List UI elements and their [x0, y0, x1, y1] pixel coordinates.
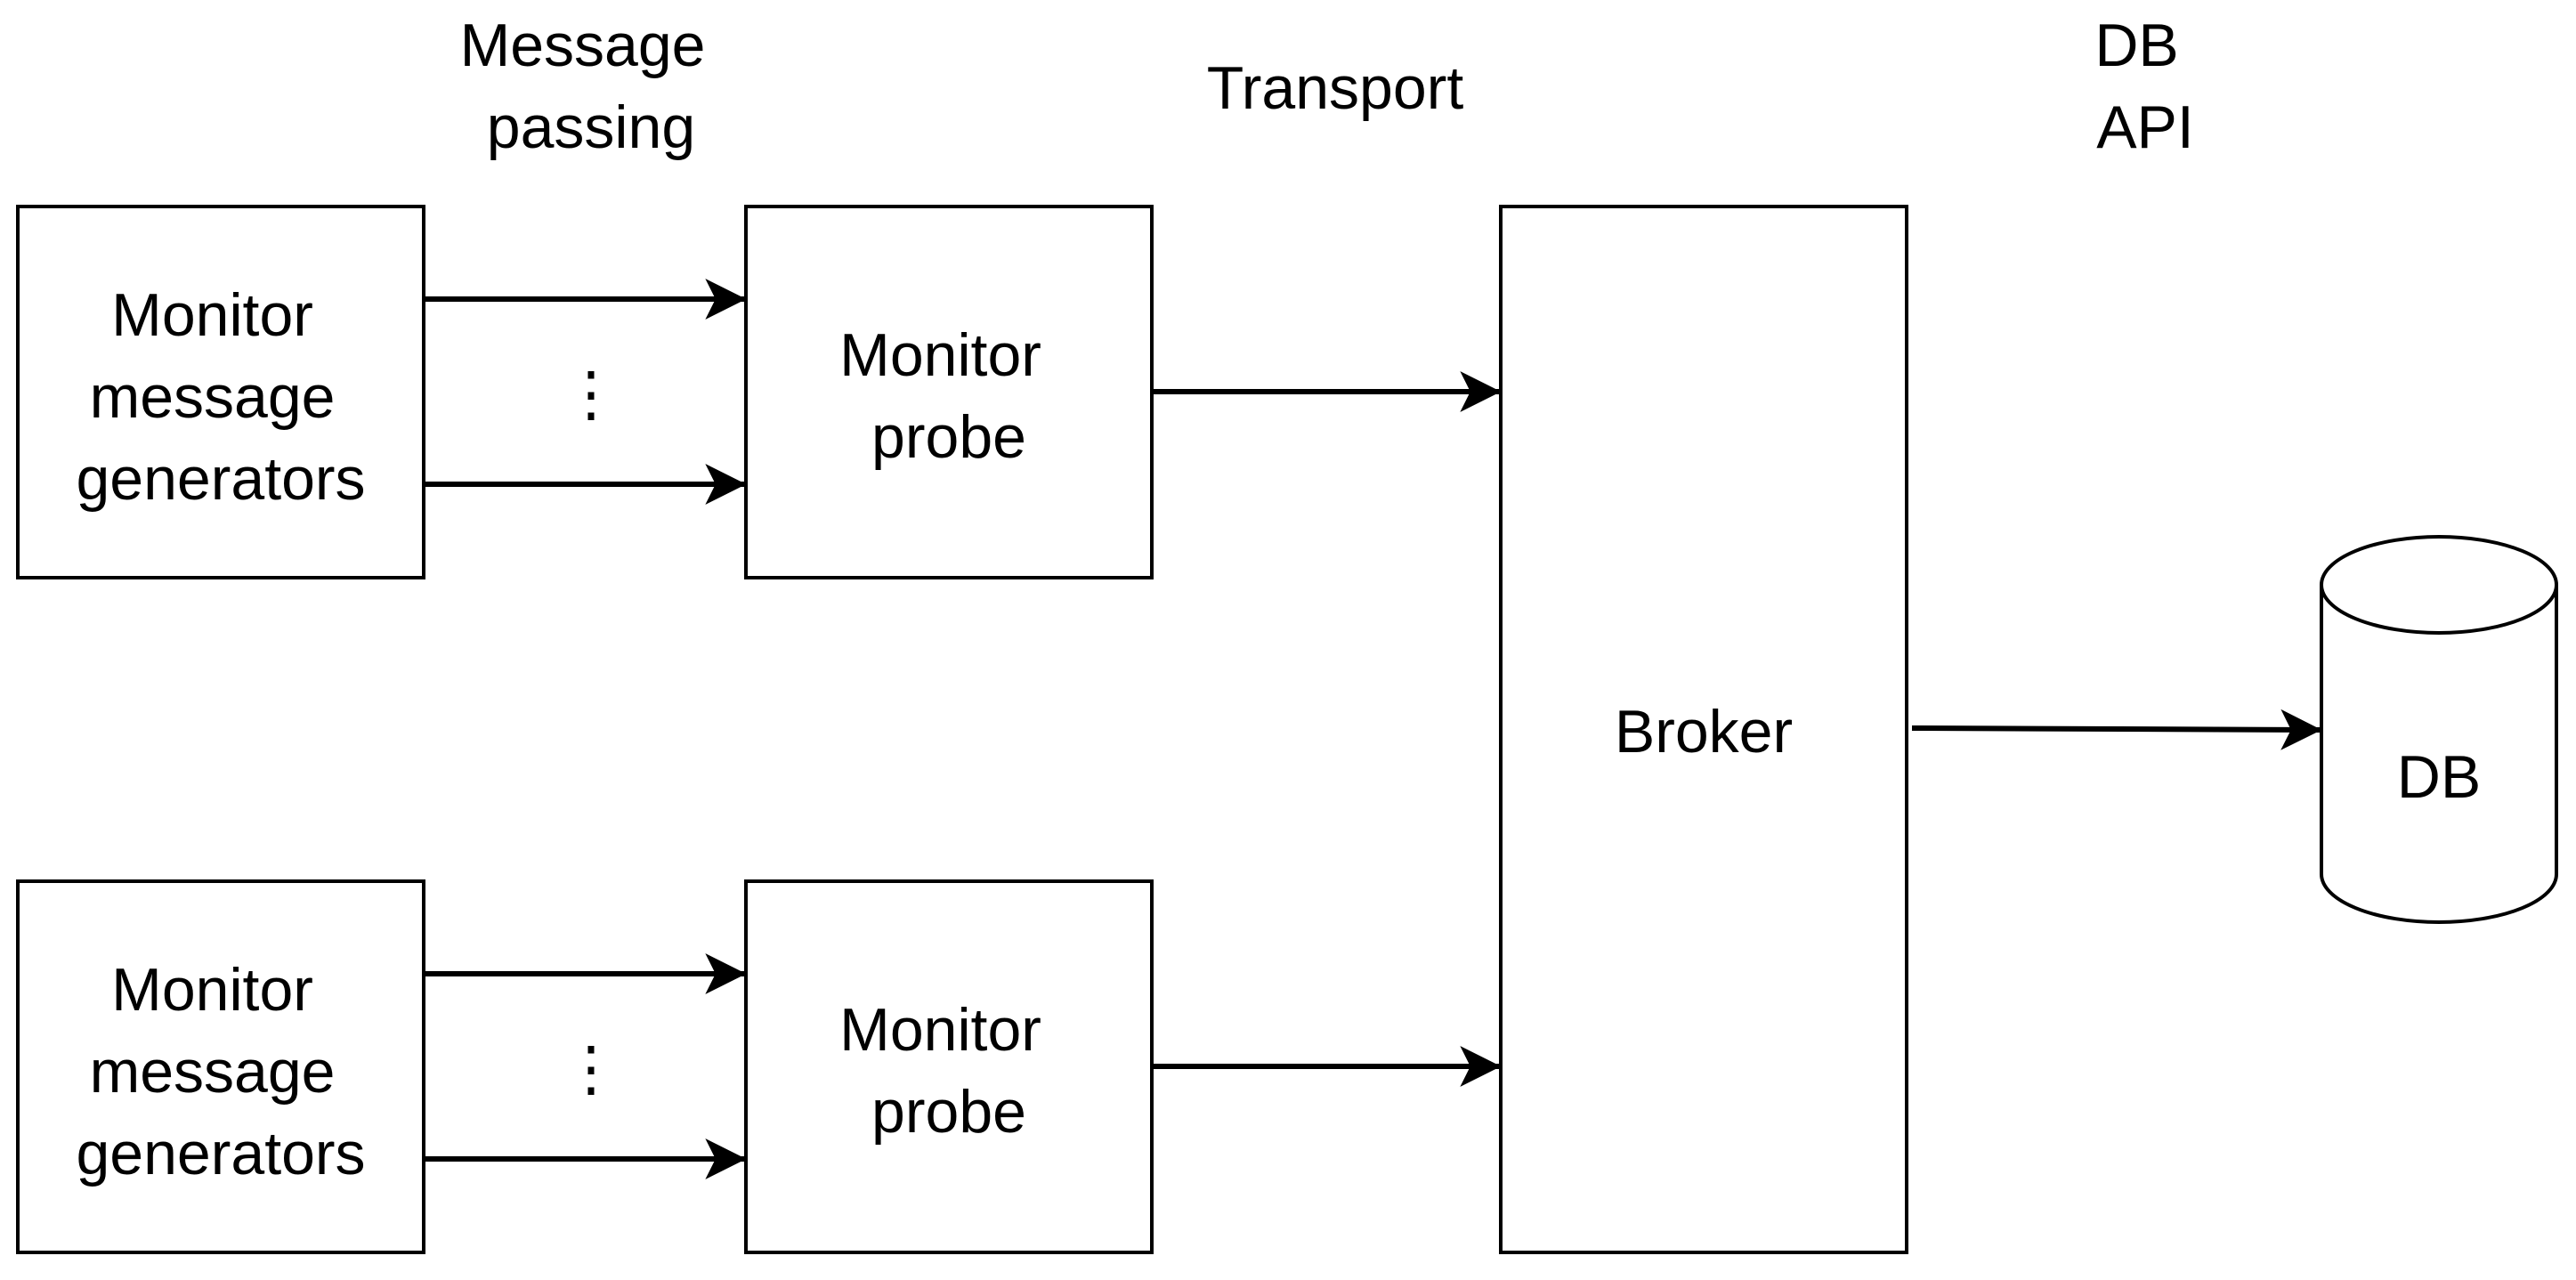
- broker-box: Broker: [1499, 205, 1908, 1254]
- generators-label-line: message: [90, 363, 336, 431]
- ellipsis-bottom: ⋮: [561, 1035, 621, 1103]
- probe-label-bottom: Monitor probe: [839, 996, 1058, 1146]
- db-label-line: DB: [2397, 743, 2481, 811]
- probe-box-bottom: Monitor probe: [744, 879, 1154, 1254]
- header-transport-line: Transport: [1207, 54, 1464, 122]
- header-db-api-line: DB: [2094, 12, 2178, 79]
- generators-label-line: Monitor: [111, 281, 313, 349]
- generators-label-bottom: Monitor message generators: [76, 956, 365, 1187]
- header-transport: Transport: [1207, 54, 1464, 122]
- generators-label-line: message: [90, 1038, 336, 1106]
- ellipsis-top: ⋮: [561, 361, 621, 428]
- header-message-passing-line: passing: [487, 93, 695, 161]
- generators-label-top: Monitor message generators: [76, 281, 365, 513]
- probe-label-top: Monitor probe: [839, 321, 1058, 471]
- broker-label: Broker: [1615, 698, 1793, 766]
- arrow-broker-to-db: [1911, 709, 2322, 750]
- header-message-passing: Message passing: [460, 12, 723, 161]
- probe-label-line: probe: [871, 1078, 1026, 1146]
- probe-box-top: Monitor probe: [744, 205, 1154, 579]
- generators-label-line: Monitor: [111, 956, 313, 1024]
- header-db-api: DB API: [2094, 12, 2195, 161]
- broker-label-line: Broker: [1615, 698, 1793, 766]
- generators-label-line: generators: [76, 1120, 365, 1187]
- generators-box-top: Monitor message generators: [16, 205, 425, 579]
- header-message-passing-line: Message: [460, 12, 706, 79]
- probe-label-line: Monitor: [839, 321, 1041, 389]
- db-cylinder: DB: [2320, 535, 2558, 924]
- db-label: DB: [2397, 743, 2481, 811]
- probe-label-line: probe: [871, 403, 1026, 471]
- header-db-api-line: API: [2096, 93, 2194, 161]
- probe-label-line: Monitor: [839, 996, 1041, 1064]
- generators-box-bottom: Monitor message generators: [16, 879, 425, 1254]
- generators-label-line: generators: [76, 445, 365, 513]
